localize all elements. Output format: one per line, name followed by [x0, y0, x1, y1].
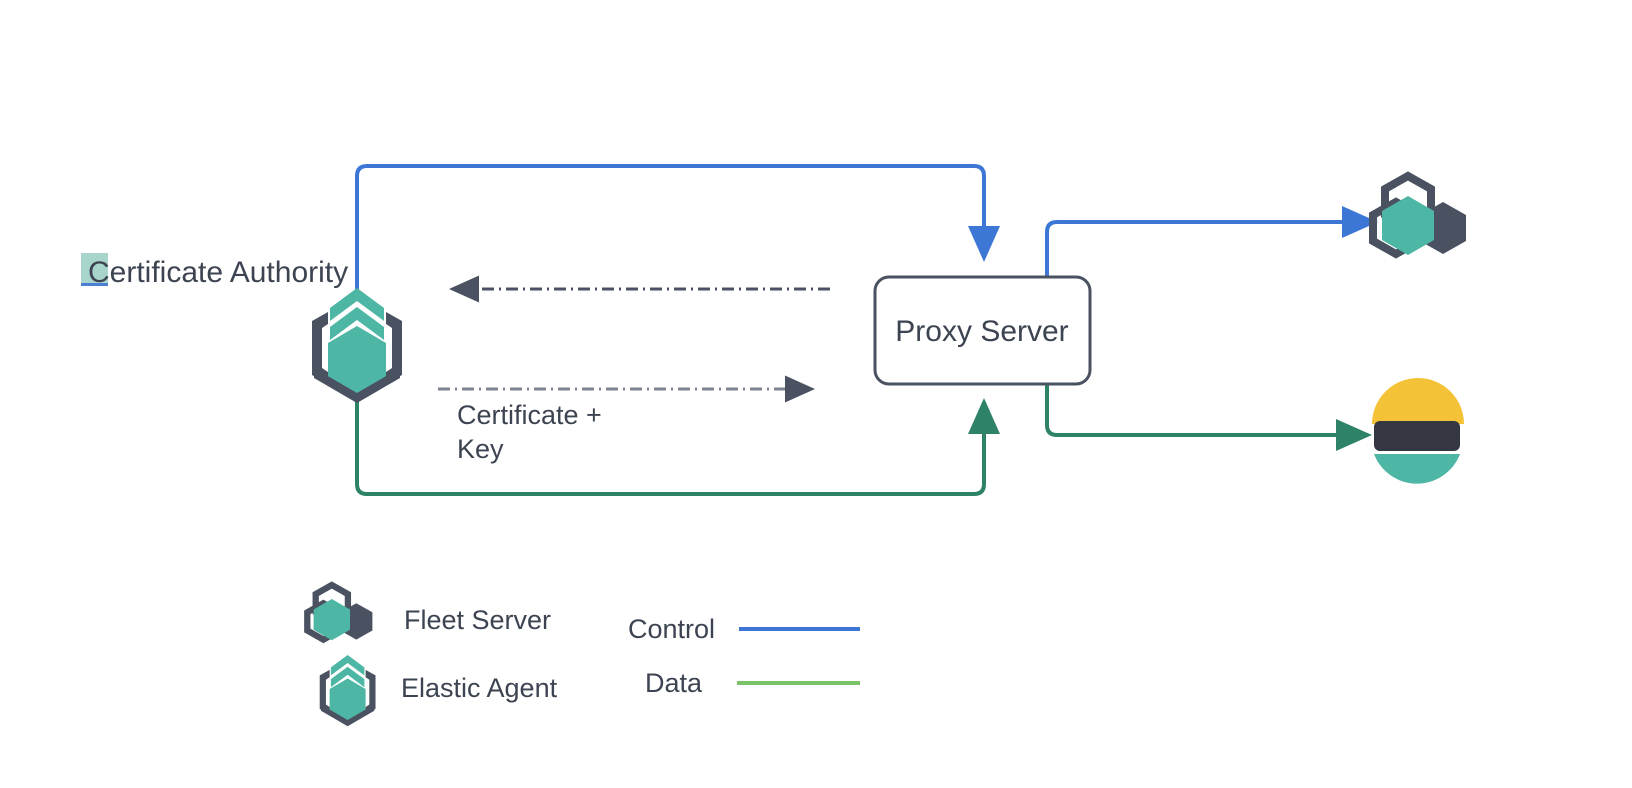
cert-key-label-line2: Key — [457, 434, 504, 464]
legend-elastic-agent-label: Elastic Agent — [401, 673, 558, 703]
edge-data-proxy-to-elasticsearch — [1045, 383, 1372, 451]
edge-control-ca-to-proxy — [355, 164, 1000, 290]
edge-control-proxy-to-fleet — [1045, 206, 1378, 277]
legend-item-data: Data — [645, 668, 860, 698]
proxy-server-label: Proxy Server — [895, 315, 1068, 348]
legend-fleet-server-label: Fleet Server — [404, 605, 551, 635]
elasticsearch-icon — [1372, 378, 1464, 484]
legend-item-elastic-agent: Elastic Agent — [319, 654, 558, 727]
certificate-authority-label-highlight — [81, 253, 108, 286]
legend-control-label: Control — [628, 614, 715, 644]
certificate-authority-label: Certificate Authority — [88, 256, 348, 289]
legend-item-fleet-server: Fleet Server — [304, 581, 551, 644]
edge-data-ca-to-proxy — [355, 378, 1000, 496]
legend-data-label: Data — [645, 668, 703, 698]
legend-fleet-server-icon — [304, 581, 373, 644]
proxy-server-node[interactable]: Proxy Server — [873, 275, 1092, 386]
fleet-server-icon — [1369, 171, 1466, 259]
elastic-agent-icon — [312, 288, 402, 403]
legend-item-control: Control — [628, 614, 860, 644]
cert-key-label-line1: Certificate + — [457, 400, 602, 430]
legend-elastic-agent-icon — [319, 654, 376, 727]
